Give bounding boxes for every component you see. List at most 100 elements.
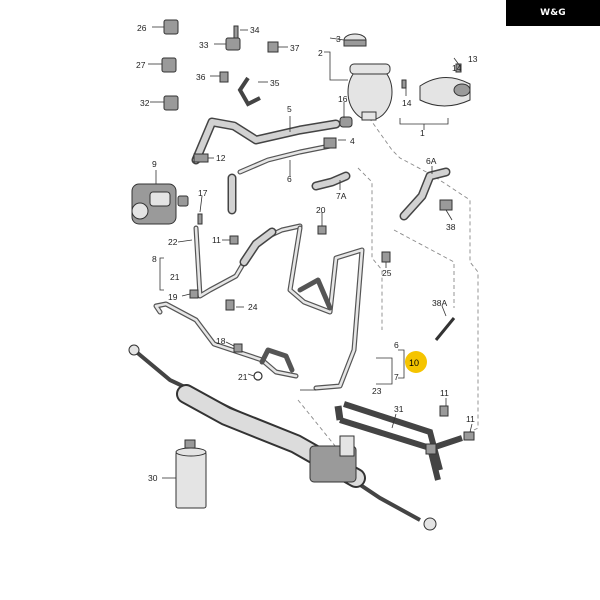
return-line-7-inner: [288, 226, 364, 390]
rack-feed-line[interactable]: [153, 301, 299, 379]
callout-22: 22: [168, 237, 178, 247]
callout-12: 12: [216, 153, 226, 163]
clamp-4[interactable]: [323, 137, 337, 149]
bracket-nut: [453, 83, 471, 97]
line-6[interactable]: [227, 143, 333, 215]
callout-18: 18: [216, 336, 226, 346]
oil-cooler[interactable]: [334, 401, 463, 481]
pressure-line-8-hose-in: [241, 229, 275, 265]
callout-21b: 21: [238, 372, 248, 382]
callout-35: 35: [270, 78, 280, 88]
small-parts[interactable]: [161, 19, 475, 441]
tie-rod-end-left: [128, 344, 140, 356]
clip-33[interactable]: [225, 37, 241, 51]
tie-rod-end-right: [423, 517, 437, 531]
clamp-12[interactable]: [193, 153, 209, 163]
pump-pulley: [131, 202, 149, 220]
callout-38a: 38A: [432, 298, 447, 308]
dipstick-rod: [434, 317, 456, 341]
pressure-line-8-inner: [194, 224, 302, 298]
clip-38[interactable]: [439, 199, 453, 211]
bolt-17[interactable]: [197, 213, 203, 225]
rack-feed-line-outer: [153, 301, 299, 379]
callout-6b: 6: [394, 340, 399, 350]
bolt-36[interactable]: [219, 71, 229, 83]
bolt-14[interactable]: [401, 79, 407, 89]
callout-14a: 14: [452, 63, 462, 73]
cooler-end: [334, 405, 344, 421]
rack-feed-loop: [259, 347, 295, 373]
highlight-marker: [405, 351, 427, 373]
hose-35[interactable]: [237, 76, 261, 107]
hose-5-inner: [193, 119, 339, 163]
callout-1: 1: [420, 128, 425, 138]
pump-outlet: [177, 195, 189, 207]
can-body: [175, 451, 207, 509]
dashed-outline-right: [364, 111, 479, 433]
clip-26[interactable]: [163, 19, 179, 35]
callout-25: 25: [382, 268, 392, 278]
clip-11[interactable]: [229, 235, 239, 245]
callout-11a: 11: [212, 235, 221, 245]
can-cap: [184, 439, 196, 449]
dashed-outline-cooler: [393, 229, 455, 308]
hose-6a[interactable]: [399, 167, 451, 221]
callout-21a: 21: [170, 272, 180, 282]
callout-17: 17: [198, 188, 208, 198]
callout-11c: 11: [466, 414, 475, 424]
reservoir-clamp[interactable]: [339, 116, 353, 128]
power-steering-pump[interactable]: [131, 183, 189, 225]
callout-26: 26: [137, 23, 147, 33]
clip-11c[interactable]: [463, 431, 475, 441]
pressure-line-8[interactable]: [193, 223, 303, 299]
callout-34: 34: [250, 25, 260, 35]
callout-27: 27: [136, 60, 146, 70]
callout-7: 7: [394, 372, 399, 382]
callout-32: 32: [140, 98, 150, 108]
reservoir[interactable]: [339, 33, 393, 128]
bolt-34[interactable]: [233, 25, 239, 39]
fluid-can[interactable]: [175, 439, 207, 509]
callout-20: 20: [316, 205, 326, 215]
callout-19: 19: [168, 292, 178, 302]
callout-37: 37: [290, 43, 300, 53]
callout-14b: 14: [402, 98, 412, 108]
steering-rack[interactable]: [128, 344, 437, 531]
callout-24: 24: [248, 302, 258, 312]
callout-3: 3: [336, 34, 341, 44]
clip-27[interactable]: [161, 57, 177, 73]
callout-9: 9: [152, 159, 157, 169]
clip-18[interactable]: [233, 343, 243, 353]
clip-20[interactable]: [317, 225, 327, 235]
callout-23: 23: [372, 386, 382, 396]
hose-5[interactable]: [191, 117, 341, 165]
callout-5: 5: [287, 104, 292, 114]
callout-33: 33: [199, 40, 209, 50]
clip-11b[interactable]: [439, 405, 449, 417]
reservoir-outlet: [361, 111, 377, 121]
reservoir-bracket[interactable]: [401, 63, 471, 107]
ring-21[interactable]: [253, 371, 263, 381]
hose-6a-inner: [401, 169, 449, 219]
callout-4: 4: [350, 136, 355, 146]
highlighted-callout-10[interactable]: 10: [405, 351, 427, 373]
callout-6: 6: [287, 174, 292, 184]
callout-2: 2: [318, 48, 323, 58]
reservoir-shoulder: [349, 63, 391, 75]
clip-32[interactable]: [163, 95, 179, 111]
bolt-25[interactable]: [381, 251, 391, 263]
cooler-tube-a: [343, 401, 443, 471]
hose-7a[interactable]: [311, 171, 351, 191]
pump-head: [149, 191, 171, 207]
callout-13: 13: [468, 54, 478, 64]
clip-19[interactable]: [189, 289, 199, 299]
brand-badge: W&G: [506, 0, 600, 26]
bolt-24[interactable]: [225, 299, 235, 311]
rack-feed-line-inner: [154, 302, 298, 378]
dipstick[interactable]: [434, 317, 456, 341]
clip-37[interactable]: [267, 41, 279, 53]
rack-pinion: [339, 435, 355, 457]
dashed-outlines: [297, 111, 479, 461]
return-line-7[interactable]: [287, 225, 365, 391]
